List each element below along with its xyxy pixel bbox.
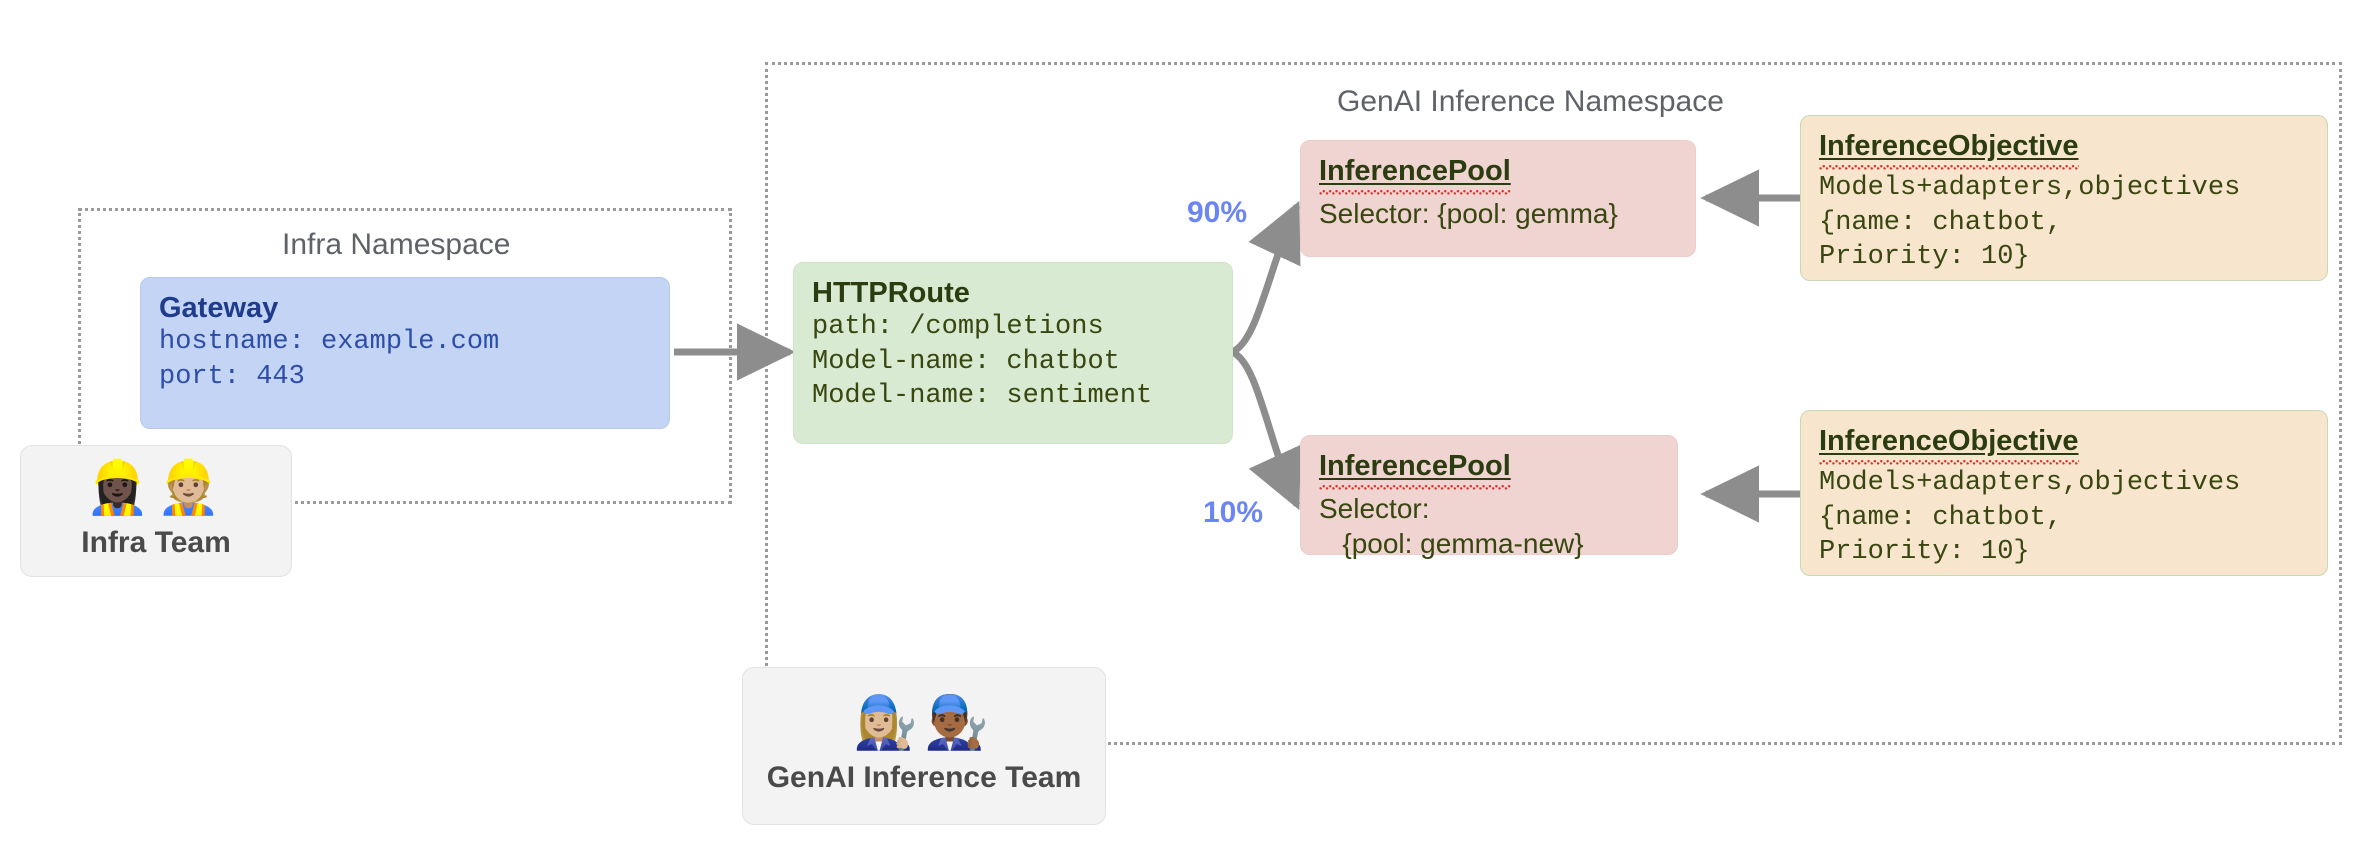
inferenceobjective-name: {name: chatbot, — [1819, 207, 2063, 238]
httproute-node[interactable]: HTTPRoute path: /completions Model-name:… — [793, 262, 1233, 444]
genai-namespace-boundary — [765, 62, 2342, 745]
inferencepool-selector: Selector: — [1319, 493, 1430, 525]
inferenceobjective-title: InferenceObjective — [1819, 130, 2309, 171]
inferenceobjective-title: InferenceObjective — [1819, 425, 2309, 466]
edge-weight-90: 90% — [1187, 196, 1248, 229]
genai-team-label: GenAI Inference Team — [766, 761, 1082, 794]
inferenceobjective-name: {name: chatbot, — [1819, 502, 2063, 533]
inferenceobjective-models: Models+adapters,objectives — [1819, 468, 2241, 499]
infra-namespace-title: Infra Namespace — [282, 228, 511, 261]
inferencepool-selector: Selector: {pool: gemma} — [1319, 198, 1618, 230]
gateway-port: port: 443 — [159, 361, 305, 392]
gateway-hostname: hostname: example.com — [159, 327, 500, 358]
inferenceobjective-title-text: InferenceObjective — [1819, 425, 2079, 466]
inferenceobjective-models: Models+adapters,objectives — [1819, 173, 2241, 204]
inferencepool-title-text: InferencePool — [1319, 155, 1511, 196]
inferenceobjective-node-bottom[interactable]: InferenceObjective Models+adapters,objec… — [1800, 410, 2328, 576]
gateway-title: Gateway — [159, 292, 279, 324]
inferencepool-selector-value: {pool: gemma-new} — [1319, 528, 1584, 560]
inferencepool-title: InferencePool — [1319, 450, 1659, 491]
httproute-title: HTTPRoute — [812, 277, 970, 309]
edge-weight-10: 10% — [1203, 496, 1264, 529]
inferenceobjective-node-top[interactable]: InferenceObjective Models+adapters,objec… — [1800, 115, 2328, 281]
inferenceobjective-priority: Priority: 10} — [1819, 242, 2030, 273]
infra-team-card[interactable]: 👷🏿‍♀️👷🏼 Infra Team — [20, 445, 292, 577]
infra-team-avatars: 👷🏿‍♀️👷🏼 — [85, 458, 227, 518]
infra-namespace-boundary — [78, 208, 732, 504]
httproute-model-name-sentiment: Model-name: sentiment — [812, 381, 1153, 412]
inferencepool-node-gemma[interactable]: InferencePool Selector: {pool: gemma} — [1300, 140, 1696, 257]
inferencepool-title-text: InferencePool — [1319, 450, 1511, 491]
genai-team-card[interactable]: 👩🏼‍🔧👨🏾‍🔧 GenAI Inference Team — [742, 667, 1106, 825]
gateway-node[interactable]: Gateway hostname: example.com port: 443 — [140, 277, 670, 429]
infra-team-label: Infra Team — [81, 526, 231, 559]
httproute-path: path: /completions — [812, 312, 1104, 343]
genai-namespace-title: GenAI Inference Namespace — [1337, 85, 1724, 118]
inferenceobjective-priority: Priority: 10} — [1819, 537, 2030, 568]
inferencepool-title: InferencePool — [1319, 155, 1677, 196]
genai-team-avatars: 👩🏼‍🔧👨🏾‍🔧 — [853, 693, 995, 753]
httproute-model-name-chatbot: Model-name: chatbot — [812, 346, 1120, 377]
inferenceobjective-title-text: InferenceObjective — [1819, 130, 2079, 171]
inferencepool-node-gemma-new[interactable]: InferencePool Selector: {pool: gemma-new… — [1300, 435, 1678, 559]
